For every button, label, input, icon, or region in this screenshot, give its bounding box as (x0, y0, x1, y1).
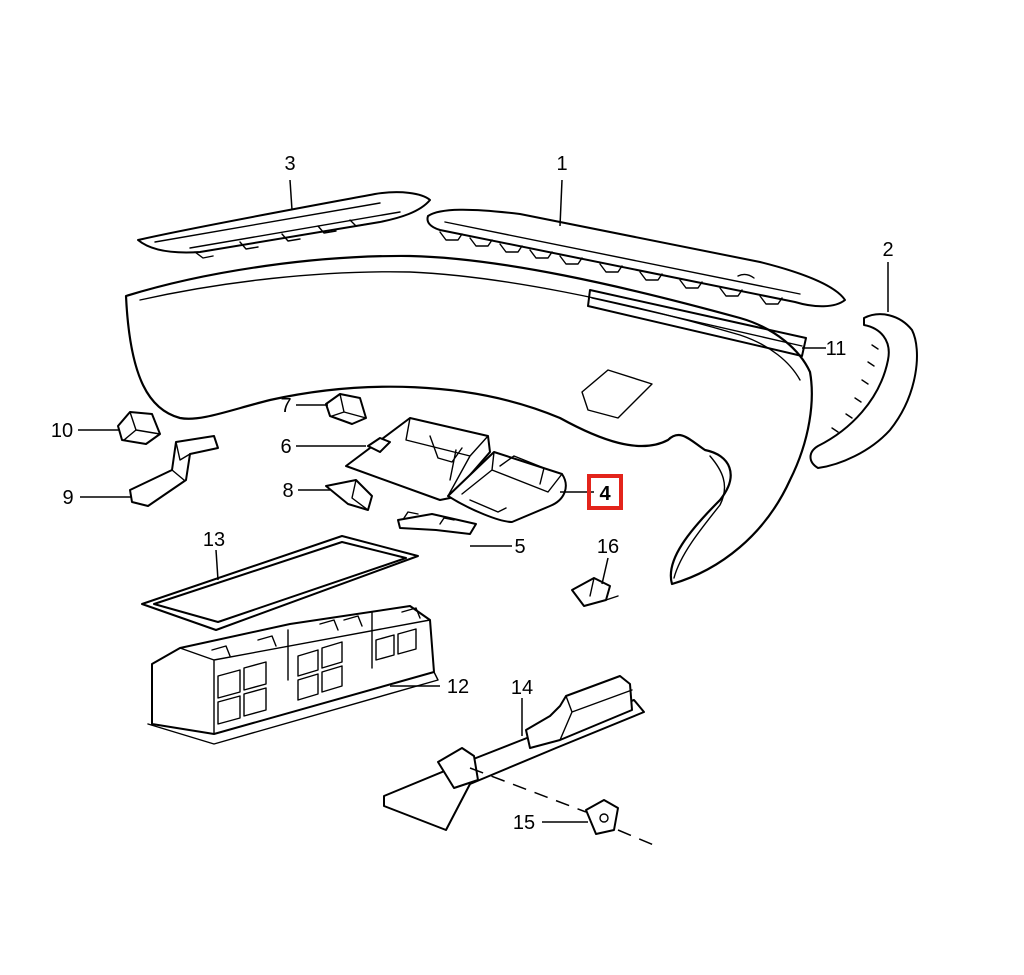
part-2-corner-trim (809, 313, 918, 469)
part-15-nut-clip (585, 799, 619, 835)
callout-4-highlight-box (587, 474, 623, 510)
callout-6[interactable]: 6 (280, 436, 291, 458)
callout-14[interactable]: 14 (511, 677, 533, 699)
part-1-upper-trim (426, 208, 846, 308)
callout-12[interactable]: 12 (447, 676, 469, 698)
callout-3[interactable]: 3 (284, 153, 295, 175)
callout-7[interactable]: 7 (280, 395, 291, 417)
part-7-clip (325, 393, 367, 425)
part-16-small-part (571, 577, 619, 607)
part-10-bracket (117, 411, 161, 445)
callout-16[interactable]: 16 (597, 536, 619, 558)
leader-lines (78, 179, 889, 823)
part-12-light-housing (147, 605, 439, 745)
callout-11[interactable]: 11 (826, 338, 847, 360)
part-5-pads (397, 511, 477, 535)
part-8-clip (325, 479, 373, 511)
callout-4[interactable]: 4 (599, 483, 611, 505)
assembly-lines (469, 767, 657, 847)
part-4-cover-right (447, 451, 567, 523)
callout-5[interactable]: 5 (514, 536, 525, 558)
bumper-cover (124, 254, 813, 586)
callout-2[interactable]: 2 (882, 239, 893, 261)
part-6-cover-left (345, 417, 491, 501)
callout-8[interactable]: 8 (282, 480, 293, 502)
callout-13[interactable]: 13 (203, 529, 225, 551)
callout-9[interactable]: 9 (62, 487, 73, 509)
callout-10[interactable]: 10 (51, 420, 73, 442)
part-9-support-bracket (129, 435, 219, 507)
part-14-base-plate (383, 675, 645, 831)
callout-labels: 1 2 3 4 5 6 7 8 9 10 11 12 13 14 15 16 (51, 153, 894, 834)
part-13-gasket (141, 535, 419, 631)
part-3-trim-strip (137, 191, 431, 259)
callout-1[interactable]: 1 (556, 153, 567, 175)
callout-15[interactable]: 15 (513, 812, 535, 834)
